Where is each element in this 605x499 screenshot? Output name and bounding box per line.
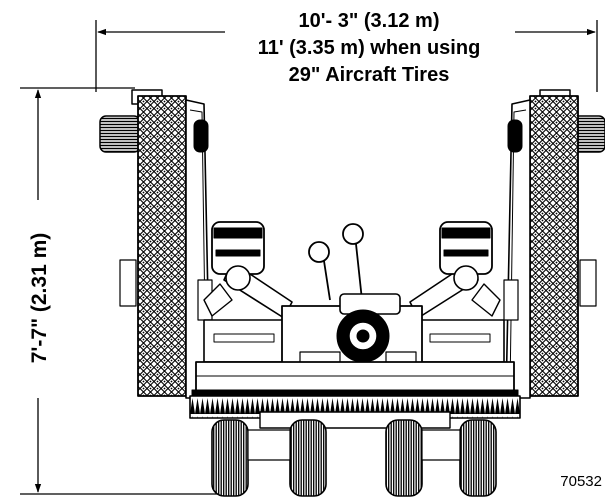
width-line-1: 10'- 3" (3.12 m) — [299, 10, 440, 32]
width-dimension-label: 10'- 3" (3.12 m) 11' (3.35 m) when using… — [258, 10, 481, 86]
left-motor-arm — [203, 221, 293, 319]
lift-loops — [308, 223, 364, 301]
height-dimension-line — [20, 87, 240, 495]
width-line-3: 29" Aircraft Tires — [289, 64, 450, 86]
center-deck — [189, 361, 521, 429]
width-line-2: 11' (3.35 m) when using — [258, 37, 481, 59]
mower-illustration — [99, 89, 605, 497]
height-dimension-label: 7'-7" (2.31 m) — [28, 233, 51, 364]
width-dimension-line — [95, 20, 598, 92]
right-motor-arm — [409, 221, 501, 319]
figure-number: 70532 — [560, 473, 602, 490]
right-wing-deck — [503, 89, 605, 399]
left-wing-deck — [99, 89, 213, 399]
rear-tires — [211, 419, 497, 497]
center-frame — [203, 293, 505, 397]
